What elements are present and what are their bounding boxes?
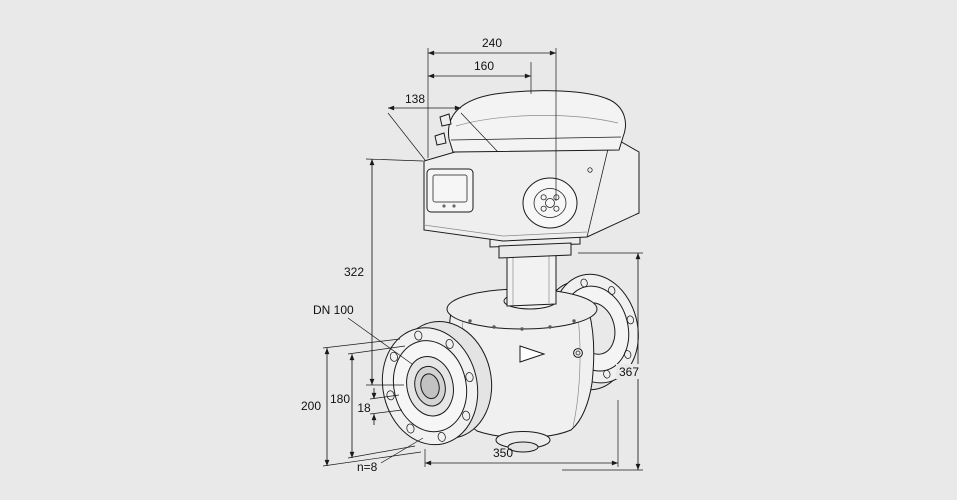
housing-screw [587,167,593,173]
dimensions: 240 160 138 322 DN 100 200 180 18 n=8 35… [301,36,643,474]
dim-18-label: 18 [357,401,371,415]
dim-200-label: 200 [301,399,321,413]
actuator [423,90,640,242]
ext-line [365,158,424,162]
left-flange-bolt-holes [386,330,474,442]
actuator-lid [434,90,626,153]
label-gap-mask [616,364,642,379]
dn-leader-line [347,317,413,365]
ext-line [369,409,403,415]
dim-138-label: 138 [405,92,425,106]
actuator-display [426,168,474,213]
dim-160-label: 160 [474,59,494,73]
dim-367-label: 367 [619,365,639,379]
bolt-count-label: n=8 [357,460,378,474]
dim-350-label: 350 [493,446,513,460]
ext-line [347,345,406,355]
bolt-count-leader-line [380,437,424,464]
dim-322-label: 322 [344,265,364,279]
dim-240-label: 240 [482,36,502,50]
lid-hinge-lug [439,113,452,127]
dim-180-label: 180 [330,392,350,406]
ext-line [347,445,416,459]
ext-line [460,112,499,153]
actuator-dial [522,177,578,229]
ext-line [387,112,426,161]
ext-line [322,338,401,349]
lid-hinge-lug [434,132,447,146]
flow-direction-arrow-icon [519,345,546,363]
ext-line [322,451,422,467]
bonnet-bolts [468,319,576,331]
pressure-tap-right [573,348,583,358]
nominal-diameter-label: DN 100 [313,303,354,317]
